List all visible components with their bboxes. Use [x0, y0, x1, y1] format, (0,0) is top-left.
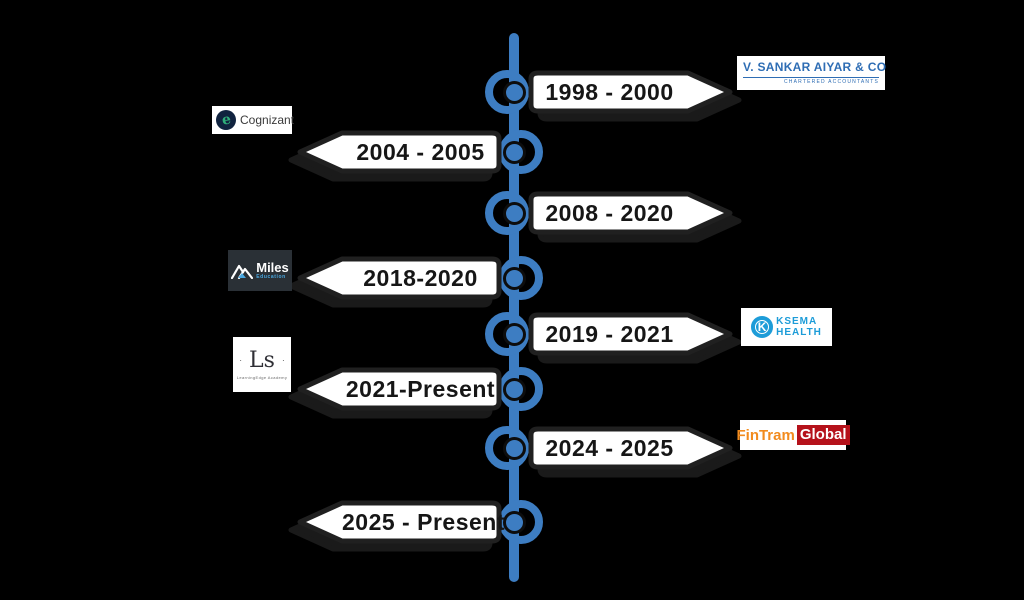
mountain-icon — [231, 264, 254, 279]
cognizant-name: Cognizant — [240, 113, 295, 127]
node-dot — [502, 436, 526, 460]
timeline-banner-2004-2005: 2004 - 2005 — [288, 130, 506, 182]
node-dot — [502, 266, 526, 290]
ksema-line1: KSEMA — [776, 315, 818, 327]
logo-ksema-health: K KSEMA HEALTH — [741, 308, 832, 346]
arrow-right-shape — [528, 426, 742, 478]
node-dot — [502, 377, 526, 401]
period-label: 2019 - 2021 — [545, 321, 674, 347]
period-label: 2018-2020 — [363, 265, 478, 291]
period-label: 2008 - 2020 — [545, 200, 674, 226]
arrow-right-shape — [528, 70, 742, 122]
period-label: 2004 - 2005 — [356, 139, 485, 165]
v-sankar-rule — [743, 77, 879, 78]
node-dot — [502, 510, 526, 534]
timeline-spine — [509, 33, 519, 582]
ls-caption: LearningEdge Academy — [236, 374, 288, 380]
node-dot — [502, 201, 526, 225]
period-label: 2024 - 2025 — [545, 435, 674, 461]
period-label: 2021-Present — [345, 376, 496, 402]
logo-cognizant: e Cognizant — [212, 106, 295, 134]
v-sankar-caption: CHARTERED ACCOUNTANTS — [783, 79, 879, 85]
timeline-banner-2021-present: 2021-Present — [288, 367, 506, 419]
arrow-left-shape — [288, 500, 502, 552]
timeline-banner-2008-2020: 2008 - 2020 — [528, 191, 744, 243]
logo-ls-academy: · Ls · LearningEdge Academy — [233, 337, 291, 392]
fintram-part2: Global — [796, 425, 850, 445]
logo-fintram-global: FinTram Global — [736, 420, 850, 450]
arrow-left-shape — [288, 130, 502, 182]
ksema-line2: HEALTH — [776, 326, 822, 338]
node-dot — [502, 322, 526, 346]
ksema-k-icon: K — [751, 316, 774, 338]
cognizant-globe-icon: e — [216, 110, 236, 130]
miles-caption: Education — [256, 274, 286, 280]
v-sankar-name: V. SANKAR AIYAR & CO — [743, 60, 887, 74]
ls-monogram: Ls — [249, 347, 275, 373]
timeline-banner-2018-2020: 2018-2020 — [288, 256, 506, 308]
period-label: 2025 - Present — [342, 509, 505, 535]
node-dot — [502, 80, 526, 104]
arrow-right-shape — [528, 312, 742, 364]
timeline-banner-2024-2025: 2024 - 2025 — [528, 426, 744, 478]
logo-v-sankar-aiyar: V. SANKAR AIYAR & CO CHARTERED ACCOUNTAN… — [737, 56, 887, 90]
fintram-part1: FinTram — [736, 426, 795, 444]
timeline-banner-2019-2021: 2019 - 2021 — [528, 312, 744, 364]
ls-right-dot: · — [281, 355, 285, 365]
node-dot — [502, 140, 526, 164]
timeline-banner-1998-2000: 1998 - 2000 — [528, 70, 744, 122]
period-label: 1998 - 2000 — [545, 79, 674, 105]
timeline-banner-2025-present: 2025 - Present — [288, 500, 506, 552]
arrow-right-shape — [528, 191, 742, 243]
ls-left-dot: · — [239, 355, 243, 365]
arrow-left-shape — [288, 367, 502, 419]
miles-name: Miles — [256, 260, 289, 275]
logo-miles-education: Miles Education — [228, 250, 292, 291]
arrow-left-shape — [288, 256, 502, 308]
